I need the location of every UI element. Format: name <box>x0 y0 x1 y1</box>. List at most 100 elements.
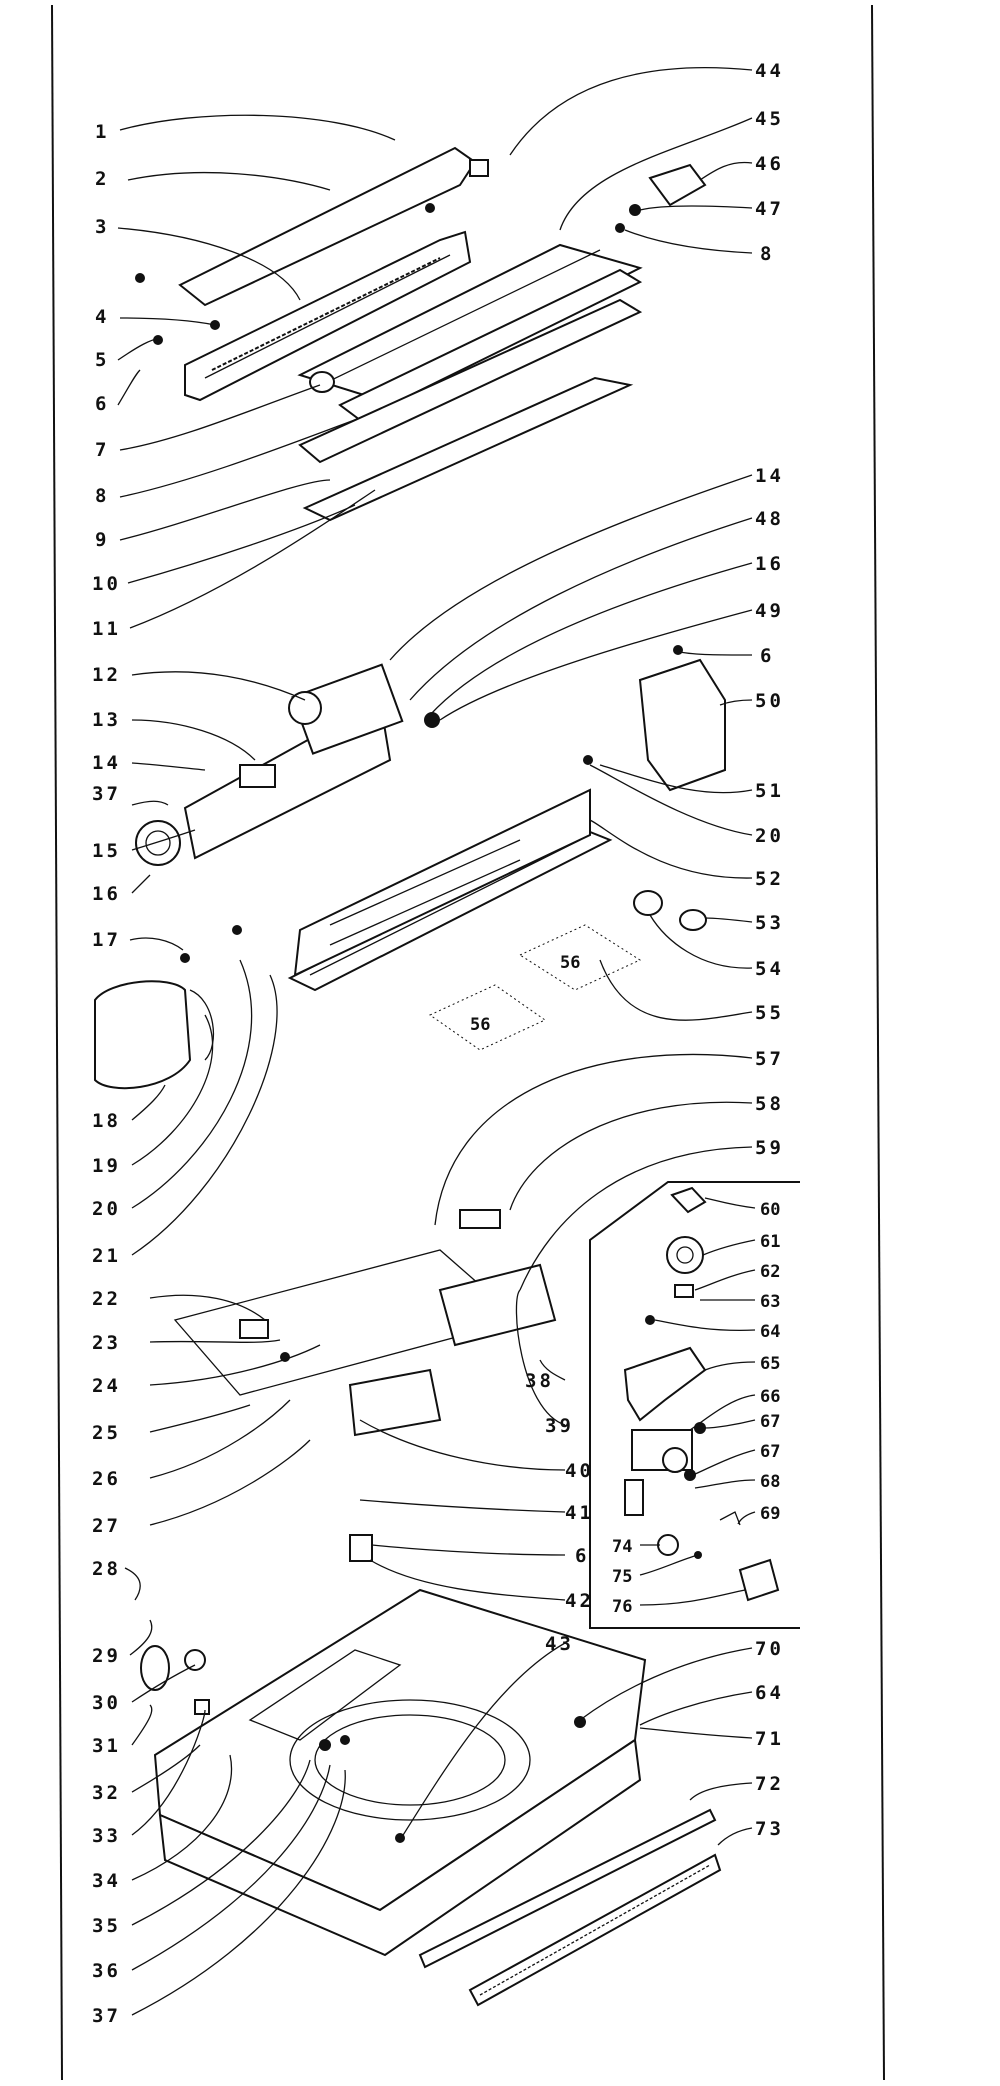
label-72: 72 <box>755 1773 784 1795</box>
label-48: 48 <box>755 508 784 530</box>
inset-detail-panel <box>589 1181 800 1629</box>
left-leader-lines <box>117 114 396 2016</box>
label-60: 60 <box>760 1200 780 1220</box>
label-59: 59 <box>755 1137 784 1159</box>
label-26: 26 <box>92 1468 121 1490</box>
control-panel-assembly <box>135 645 726 1051</box>
label-74: 74 <box>612 1537 632 1557</box>
washer-top-base <box>140 1588 722 2007</box>
label-6-lower: 6 <box>575 1545 589 1567</box>
label-75: 75 <box>612 1567 632 1587</box>
label-43: 43 <box>545 1633 574 1655</box>
label-67-a: 67 <box>760 1412 780 1432</box>
right-leader-lines <box>359 66 753 1846</box>
label-71: 71 <box>755 1728 784 1750</box>
label-32: 32 <box>92 1782 121 1804</box>
label-1: 1 <box>95 121 109 143</box>
label-23: 23 <box>92 1332 121 1354</box>
left-labels: 1 2 3 4 5 6 7 8 9 10 11 12 13 14 37 15 1… <box>92 121 121 2027</box>
label-61: 61 <box>760 1232 780 1252</box>
label-44: 44 <box>755 60 784 82</box>
label-34: 34 <box>92 1870 121 1892</box>
label-14-right: 14 <box>755 465 784 487</box>
label-52: 52 <box>755 868 784 890</box>
label-55: 55 <box>755 1002 784 1024</box>
label-65: 65 <box>760 1354 780 1374</box>
label-16: 16 <box>92 883 121 905</box>
label-20-right: 20 <box>755 825 784 847</box>
label-40: 40 <box>565 1460 594 1482</box>
label-35: 35 <box>92 1915 121 1937</box>
label-46: 46 <box>755 153 784 175</box>
label-50: 50 <box>755 690 784 712</box>
label-58: 58 <box>755 1093 784 1115</box>
label-64-inset: 64 <box>760 1322 780 1342</box>
label-56-upper: 56 <box>560 953 580 973</box>
label-49: 49 <box>755 600 784 622</box>
label-20: 20 <box>92 1198 121 1220</box>
label-41: 41 <box>565 1502 594 1524</box>
label-9: 9 <box>95 529 109 551</box>
top-base-hinge-assembly <box>173 1209 557 1562</box>
label-37-upper: 37 <box>92 783 121 805</box>
callout-labels: 56 56 <box>470 953 580 1035</box>
label-38: 38 <box>525 1370 554 1392</box>
label-67-b: 67 <box>760 1442 780 1462</box>
label-37-lower: 37 <box>92 2005 121 2027</box>
label-8-right: 8 <box>760 243 774 265</box>
label-15: 15 <box>92 840 121 862</box>
label-29: 29 <box>92 1645 121 1667</box>
label-62: 62 <box>760 1262 780 1282</box>
label-70: 70 <box>755 1638 784 1660</box>
label-3: 3 <box>95 216 109 238</box>
label-12: 12 <box>92 664 121 686</box>
label-33: 33 <box>92 1825 121 1847</box>
label-73: 73 <box>755 1818 784 1840</box>
label-27: 27 <box>92 1515 121 1537</box>
label-17: 17 <box>92 929 121 951</box>
label-22: 22 <box>92 1288 121 1310</box>
label-45: 45 <box>755 108 784 130</box>
label-66: 66 <box>760 1387 780 1407</box>
label-28: 28 <box>92 1558 121 1580</box>
label-63: 63 <box>760 1292 780 1312</box>
label-14: 14 <box>92 752 121 774</box>
label-69: 69 <box>760 1504 780 1524</box>
label-16-right: 16 <box>755 553 784 575</box>
label-39: 39 <box>545 1415 574 1437</box>
label-10: 10 <box>92 573 121 595</box>
label-13: 13 <box>92 709 121 731</box>
label-54: 54 <box>755 958 784 980</box>
label-19: 19 <box>92 1155 121 1177</box>
label-25: 25 <box>92 1422 121 1444</box>
label-6-right: 6 <box>760 645 774 667</box>
left-border-line <box>51 4 63 2081</box>
end-cap-part <box>94 925 242 1090</box>
label-4: 4 <box>95 306 109 328</box>
label-53: 53 <box>755 912 784 934</box>
top-cover-assembly <box>135 146 707 522</box>
label-56-lower: 56 <box>470 1015 490 1035</box>
label-8: 8 <box>95 485 109 507</box>
label-21: 21 <box>92 1245 121 1267</box>
label-5: 5 <box>95 349 109 371</box>
label-2: 2 <box>95 168 109 190</box>
label-24: 24 <box>92 1375 121 1397</box>
label-68: 68 <box>760 1472 780 1492</box>
label-76: 76 <box>612 1597 632 1617</box>
label-64-right: 64 <box>755 1682 784 1704</box>
label-31: 31 <box>92 1735 121 1757</box>
label-42: 42 <box>565 1590 594 1612</box>
right-border-line <box>871 4 885 2081</box>
label-6: 6 <box>95 393 109 415</box>
inset-labels: 60 61 62 63 64 65 66 67 67 68 69 74 75 7… <box>612 1200 780 1617</box>
right-labels: 44 45 46 47 8 14 48 16 49 6 50 51 20 52 … <box>525 60 784 1840</box>
inset-leader-lines <box>639 1197 756 1606</box>
label-18: 18 <box>92 1110 121 1132</box>
label-7: 7 <box>95 439 109 461</box>
label-57: 57 <box>755 1048 784 1070</box>
label-47: 47 <box>755 198 784 220</box>
label-36: 36 <box>92 1960 121 1982</box>
label-51: 51 <box>755 780 784 802</box>
